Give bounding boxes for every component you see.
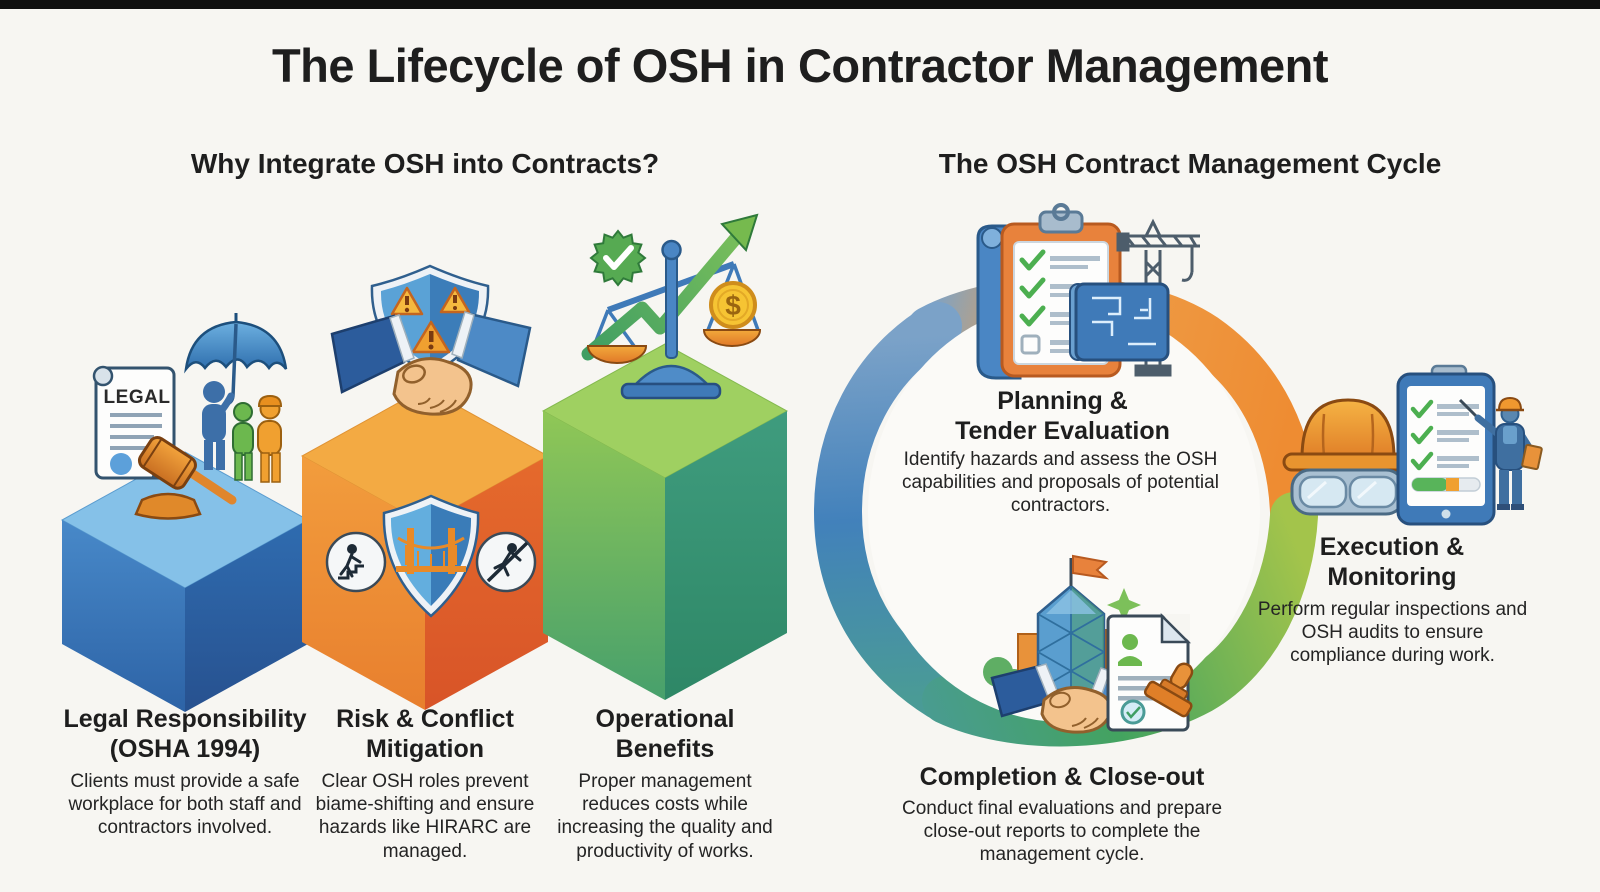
step-completion-title: Completion & Close-out bbox=[919, 763, 1205, 791]
pillar-1-title-line1: Legal Responsibility bbox=[63, 705, 307, 733]
step-execution-title-line2: Monitoring bbox=[1327, 563, 1457, 591]
flag-icon bbox=[1069, 554, 1110, 586]
blueprint-icon bbox=[1069, 282, 1170, 362]
pillar-3-title-line1: Operational bbox=[595, 705, 735, 733]
pillar-2-description: Clear OSH roles prevent biame-shifting a… bbox=[315, 771, 535, 862]
legal-label: LEGAL bbox=[104, 387, 171, 408]
why-section-heading: Why Integrate OSH into Contracts? bbox=[190, 148, 660, 179]
pillar-3-description: Proper management reduces costs while in… bbox=[557, 771, 773, 862]
safety-goggles-icon bbox=[1290, 468, 1406, 516]
ring-green-segment bbox=[922, 492, 1318, 747]
pillar-2-title: Risk & Conflict Mitigation bbox=[305, 704, 545, 764]
step-planning-title: Planning & Tender Evaluation bbox=[905, 386, 1220, 446]
audit-tablet-icon bbox=[1396, 364, 1496, 526]
step-planning-title-line1: Planning & bbox=[997, 387, 1128, 415]
step-execution-title-line1: Execution & bbox=[1319, 533, 1465, 561]
sparkle-icon bbox=[1107, 588, 1141, 622]
step-planning-title-line2: Tender Evaluation bbox=[955, 417, 1170, 445]
pillar-3-title-line2: Benefits bbox=[615, 735, 715, 763]
stamp-icon bbox=[1143, 662, 1194, 718]
pillar-1-description: Clients must provide a safe workplace fo… bbox=[68, 771, 302, 839]
bridge-shield-hazard-icon bbox=[325, 494, 537, 618]
step-execution-title: Execution & Monitoring bbox=[1272, 532, 1512, 592]
step-completion-description: Conduct final evaluations and prepare cl… bbox=[901, 798, 1223, 866]
top-bar bbox=[0, 0, 1600, 9]
scales-growth-arrow-icon: $ bbox=[581, 213, 762, 400]
pillar-1-title-line2: (OSHA 1994) bbox=[109, 735, 261, 763]
pillar-1-title: Legal Responsibility (OSHA 1994) bbox=[45, 704, 325, 764]
check-badge-icon bbox=[589, 229, 647, 287]
hard-hat-icon bbox=[1282, 398, 1414, 472]
pillar-1-cube bbox=[60, 451, 310, 712]
umbrella-people-icon bbox=[184, 313, 288, 483]
step-planning-description: Identify hazards and assess the OSH capa… bbox=[902, 449, 1219, 517]
step-execution-description: Perform regular inspections and OSH audi… bbox=[1257, 599, 1528, 667]
inspector-worker-icon bbox=[1458, 396, 1543, 510]
ring-blue-segment bbox=[813, 302, 964, 720]
main-title: The Lifecycle of OSH in Contractor Manag… bbox=[271, 39, 1329, 92]
pillar-3-cube bbox=[541, 343, 789, 700]
handshake-shield-warning-icon bbox=[330, 264, 532, 416]
coin-symbol: $ bbox=[725, 290, 741, 321]
cycle-section-heading: The OSH Contract Management Cycle bbox=[938, 148, 1442, 179]
dollar-coin-icon: $ bbox=[709, 281, 757, 329]
gavel-icon bbox=[134, 435, 237, 520]
pillar-2-title-line2: Mitigation bbox=[365, 735, 485, 763]
pillar-3-title: Operational Benefits bbox=[545, 704, 785, 764]
pillar-2-title-line1: Risk & Conflict bbox=[336, 705, 514, 733]
